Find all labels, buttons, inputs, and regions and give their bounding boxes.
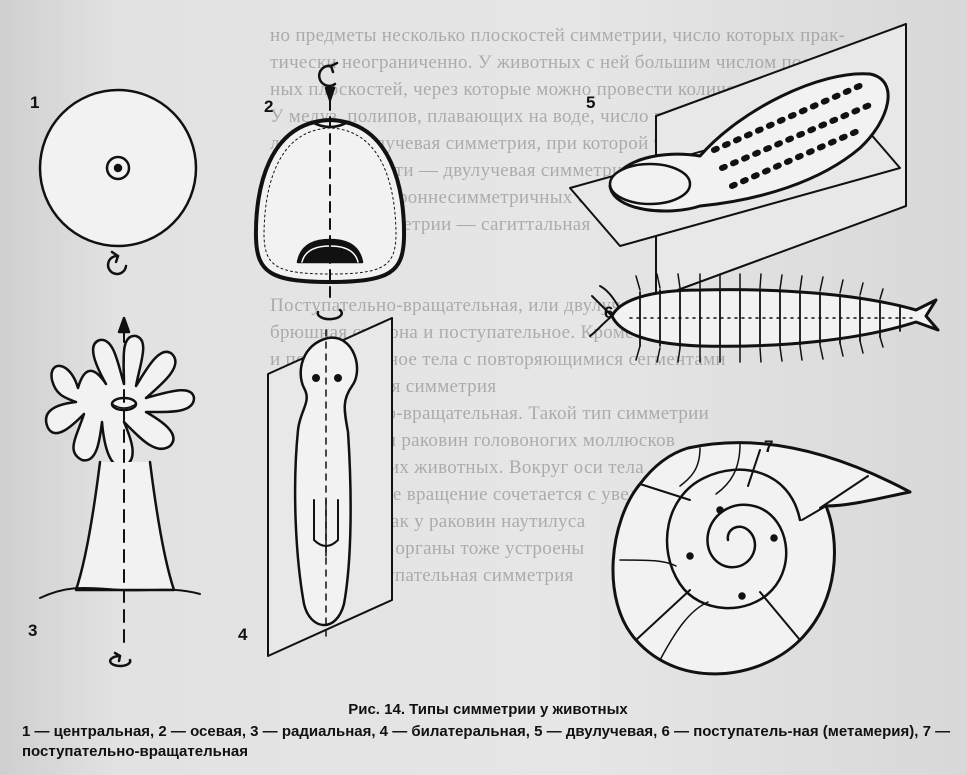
caption-title: Рис. 14. Типы симметрии у животных — [18, 700, 958, 720]
figure-number-6: 6 — [604, 303, 613, 322]
central-symmetry-sphere — [40, 90, 196, 274]
figure-number-5: 5 — [586, 93, 595, 112]
figure-number-4: 4 — [238, 625, 248, 644]
radial-symmetry-polyp — [40, 318, 200, 666]
symmetry-figure: 1 2 3 4 5 6 7 — [0, 0, 967, 700]
figure-number-1: 1 — [30, 93, 39, 112]
biradial-symmetry-ctenophore — [570, 24, 906, 298]
axial-symmetry-organism — [256, 63, 404, 319]
figure-number-3: 3 — [28, 621, 37, 640]
metameric-symmetry-worm — [590, 274, 938, 362]
caption-body: 1 — центральная, 2 — осевая, 3 — радиаль… — [18, 722, 958, 762]
rotational-symmetry-nautilus — [613, 443, 910, 674]
figure-number-2: 2 — [264, 97, 273, 116]
bilateral-symmetry-flatworm — [268, 318, 392, 656]
figure-caption: Рис. 14. Типы симметрии у животных 1 — ц… — [18, 700, 958, 762]
figure-number-7: 7 — [764, 437, 773, 456]
